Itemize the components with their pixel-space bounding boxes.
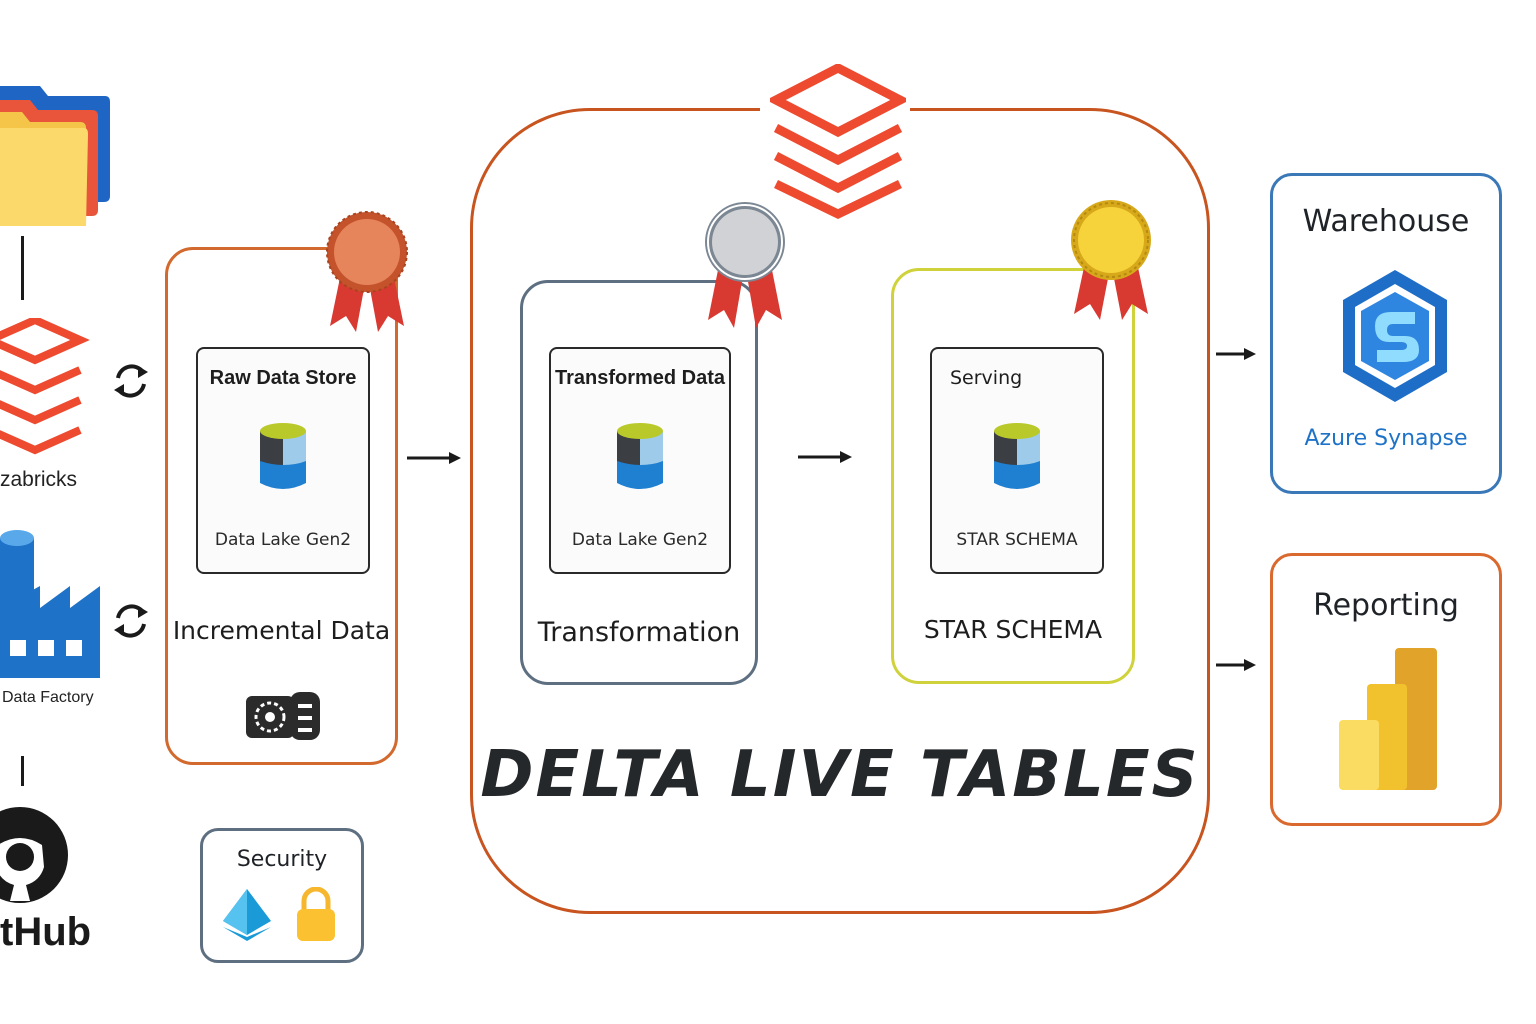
card-title: Serving [950, 367, 1023, 389]
connector-line [21, 236, 24, 300]
security-box: Security [200, 828, 364, 963]
transformed-data-card: Transformed Data Data Lake Gen2 [549, 347, 731, 574]
silver-stage: Transformed Data Data Lake Gen2 Transfor… [520, 280, 758, 685]
data-factory-label: Data Factory [2, 689, 94, 706]
data-factory-icon [0, 530, 100, 678]
reporting-title: Reporting [1313, 588, 1459, 623]
security-title: Security [236, 847, 328, 872]
delta-live-tables-title: DELTA LIVE TABLES [480, 738, 1200, 812]
flow-arrow [1216, 659, 1256, 671]
power-bi-icon [1339, 648, 1437, 790]
stage-label: Transformation [537, 617, 741, 648]
card-title: Raw Data Store [209, 367, 357, 389]
azure-synapse-icon [1343, 270, 1447, 402]
flow-arrow [1216, 348, 1256, 360]
lock-icon [297, 887, 335, 941]
card-subtitle: Data Lake Gen2 [571, 530, 709, 550]
bronze-stage: Raw Data Store Data Lake Gen2 Incrementa… [165, 247, 398, 765]
github-label: tHub [0, 910, 92, 954]
connector-line [21, 756, 24, 786]
stage-label: STAR SCHEMA [923, 615, 1103, 644]
gold-medal-icon [1071, 200, 1151, 320]
sync-icon [114, 604, 148, 638]
database-icon [994, 423, 1040, 489]
card-subtitle: Data Lake Gen2 [214, 530, 352, 550]
silver-medal-icon [705, 202, 785, 328]
github-icon [0, 807, 68, 903]
data-gears-icon [246, 692, 320, 740]
reporting-box: Reporting [1270, 553, 1502, 826]
serving-card: Serving STAR SCHEMA [930, 347, 1104, 574]
gold-stage: Serving STAR SCHEMA STAR SCHEMA [891, 268, 1135, 684]
raw-data-store-card: Raw Data Store Data Lake Gen2 [196, 347, 370, 574]
databricks-label: zabricks [0, 468, 78, 491]
database-icon [260, 423, 306, 489]
sync-icon [114, 364, 148, 398]
warehouse-box: Warehouse Azure Synapse [1270, 173, 1502, 494]
databricks-icon [770, 64, 906, 219]
bronze-medal-icon [326, 211, 408, 332]
card-title: Transformed Data [554, 367, 726, 389]
azure-ad-icon [223, 889, 271, 941]
warehouse-title: Warehouse [1302, 204, 1470, 239]
folder-stack-icon [0, 86, 110, 226]
stage-label: Incremental Data [172, 616, 391, 645]
card-subtitle: STAR SCHEMA [956, 530, 1078, 550]
flow-arrow [798, 451, 852, 463]
databricks-icon [0, 318, 90, 455]
flow-arrow [407, 452, 461, 464]
azure-synapse-label: Azure Synapse [1304, 426, 1468, 451]
database-icon [617, 423, 663, 489]
